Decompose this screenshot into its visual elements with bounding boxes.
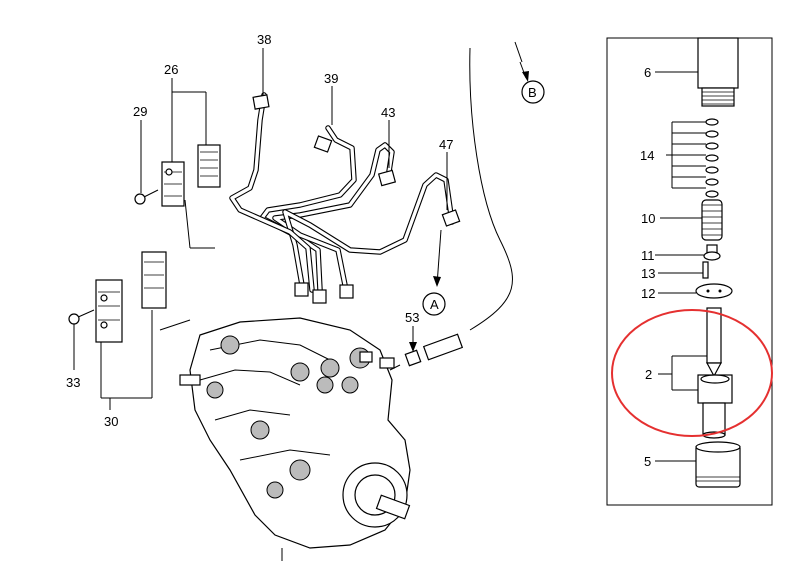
shims-14 bbox=[705, 118, 719, 198]
callout-39: 39 bbox=[324, 71, 338, 86]
callout-circle-b bbox=[521, 80, 545, 104]
spring-seat-11 bbox=[703, 244, 721, 261]
callout-2: 2 bbox=[645, 367, 652, 382]
callout-38: 38 bbox=[257, 32, 271, 47]
distance-piece-12 bbox=[695, 283, 733, 299]
callout-26: 26 bbox=[164, 62, 178, 77]
leader-lines bbox=[73, 48, 529, 410]
retaining-nut-5 bbox=[695, 441, 741, 488]
injector-detail-frame bbox=[606, 37, 773, 506]
injector-nozzle-holder-6 bbox=[697, 37, 739, 107]
callout-10: 10 bbox=[641, 211, 655, 226]
callout-12: 12 bbox=[641, 286, 655, 301]
callout-6: 6 bbox=[644, 65, 651, 80]
callout-29: 29 bbox=[133, 104, 147, 119]
nozzle-2 bbox=[697, 307, 733, 439]
callout-13: 13 bbox=[641, 266, 655, 281]
callout-11: 11 bbox=[641, 248, 655, 263]
callout-a: A bbox=[430, 297, 439, 312]
pipe-clamp-upper bbox=[161, 144, 221, 207]
return-hose bbox=[389, 41, 523, 371]
callout-43: 43 bbox=[381, 105, 395, 120]
callout-14: 14 bbox=[640, 148, 654, 163]
callout-b: B bbox=[528, 85, 537, 100]
spring-10 bbox=[701, 199, 723, 241]
injection-pipe-bundle bbox=[229, 92, 461, 304]
pipe-clamp-lower bbox=[95, 251, 167, 343]
callout-5: 5 bbox=[644, 454, 651, 469]
callout-47: 47 bbox=[439, 137, 453, 152]
callout-53: 53 bbox=[405, 310, 419, 325]
callout-33: 33 bbox=[66, 375, 80, 390]
highlight-ellipse bbox=[611, 309, 773, 437]
callout-circle-a bbox=[422, 292, 446, 316]
callout-30: 30 bbox=[104, 414, 118, 429]
pin-13 bbox=[702, 261, 709, 279]
bolt-29 bbox=[134, 189, 159, 205]
right-leader-lines bbox=[655, 71, 707, 462]
injection-pump-body bbox=[179, 317, 411, 561]
bolt-33 bbox=[68, 309, 95, 325]
